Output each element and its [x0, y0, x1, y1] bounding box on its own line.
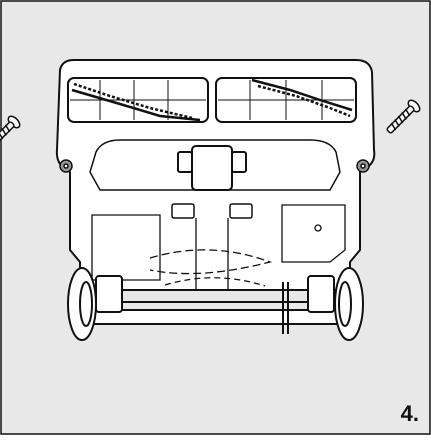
left-wheel-hub [79, 281, 93, 327]
lower-details [91, 204, 346, 290]
left-clip [171, 203, 195, 219]
left-screw-icon [0, 115, 21, 150]
latch-body [191, 145, 233, 191]
left-screw-thread [0, 124, 11, 147]
right-axle-housing [307, 275, 335, 313]
clips [171, 203, 253, 219]
hose-loop [149, 249, 273, 275]
wheels [67, 267, 364, 341]
left-brush-bristles [71, 88, 201, 122]
right-screw-hole-center [360, 163, 366, 169]
right-clip [229, 203, 253, 219]
right-wheel-hub [338, 281, 352, 327]
right-screw-icon [386, 99, 421, 134]
left-screw-hole-center [63, 163, 69, 169]
small-port [314, 224, 322, 232]
screw-holes [59, 159, 370, 173]
latch-mount-left [177, 151, 193, 173]
center-latch [177, 145, 247, 191]
left-brush-bristles-2 [73, 82, 193, 120]
hose-loop-2 [164, 277, 266, 287]
upper-plate [89, 139, 341, 191]
right-brush-bristles-2 [257, 84, 351, 118]
latch-mount-right [231, 151, 247, 173]
left-lower-panel [91, 214, 161, 281]
right-screw-thread [390, 108, 411, 131]
brush-bristles [71, 78, 353, 122]
brush-grid [70, 80, 354, 120]
right-lower-panel [281, 204, 346, 263]
left-axle-housing [95, 275, 123, 313]
step-number: 4. [400, 401, 419, 426]
power-cord [282, 282, 289, 334]
right-brush-bristles [251, 78, 353, 112]
